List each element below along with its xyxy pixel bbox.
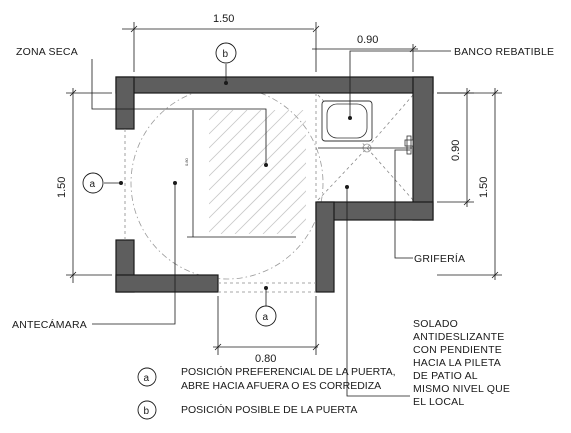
- wall-top: [115, 76, 434, 94]
- svg-text:SOLADO: SOLADO: [413, 318, 458, 330]
- marker-b-top: b: [215, 42, 237, 64]
- svg-text:HACIA LA PILETA: HACIA LA PILETA: [413, 357, 501, 369]
- fold-down-bench: [321, 100, 373, 142]
- svg-text:a: a: [90, 179, 96, 190]
- wall-left-upper: [115, 76, 135, 130]
- wall-right: [412, 76, 434, 221]
- dim-top-width: 1.50: [213, 13, 234, 25]
- wall-bottom-left: [115, 274, 219, 293]
- legend-marker-b: [137, 400, 157, 420]
- svg-text:DE PATIO AL: DE PATIO AL: [413, 370, 478, 382]
- label-zona-seca: ZONA SECA: [16, 46, 78, 58]
- leader-lines: [91, 50, 451, 397]
- legend-a-line2: ABRE HACIA AFUERA O ES CORREDIZA: [181, 380, 381, 392]
- marker-a-left: a: [82, 172, 104, 194]
- turning-circle: [130, 86, 324, 280]
- dim-left-height: 1.50: [56, 177, 68, 198]
- svg-text:b: b: [144, 406, 150, 417]
- svg-text:a: a: [263, 312, 269, 323]
- wall-center-lower: [315, 201, 335, 293]
- dimension-lines: [66, 22, 502, 355]
- svg-text:ANTIDESLIZANTE: ANTIDESLIZANTE: [413, 331, 504, 343]
- label-griferia: GRIFERÍA: [414, 252, 465, 265]
- label-solado: SOLADO ANTIDESLIZANTE CON PENDIENTE HACI…: [413, 318, 510, 408]
- svg-text:a: a: [144, 373, 150, 384]
- svg-text:MISMO NIVEL QUE: MISMO NIVEL QUE: [413, 383, 510, 395]
- legend-marker-a: [137, 367, 157, 387]
- dry-zone-hatch: [209, 110, 306, 234]
- svg-text:b: b: [223, 49, 229, 60]
- svg-text:CON PENDIENTE: CON PENDIENTE: [413, 344, 502, 356]
- inner-small-dim: 0.80: [184, 157, 189, 166]
- legend-b-line1: POSICIÓN POSIBLE DE LA PUERTA: [181, 403, 357, 416]
- svg-text:EL LOCAL: EL LOCAL: [413, 396, 464, 408]
- marker-a-bottom: a: [255, 305, 277, 327]
- legend-a-line1: POSICIÓN PREFERENCIAL DE LA PUERTA,: [181, 365, 396, 378]
- dim-right-shower-height: 0.90: [450, 140, 462, 161]
- faucet-icon: [404, 135, 414, 155]
- dim-shower-width: 0.90: [357, 34, 378, 46]
- dim-right-total-height: 1.50: [478, 177, 490, 198]
- legend: a POSICIÓN PREFERENCIAL DE LA PUERTA, AB…: [137, 365, 396, 420]
- dim-door-width: 0.80: [255, 353, 276, 365]
- label-banco-rebatible: BANCO REBATIBLE: [454, 46, 554, 58]
- label-antecamara: ANTECÁMARA: [12, 318, 87, 331]
